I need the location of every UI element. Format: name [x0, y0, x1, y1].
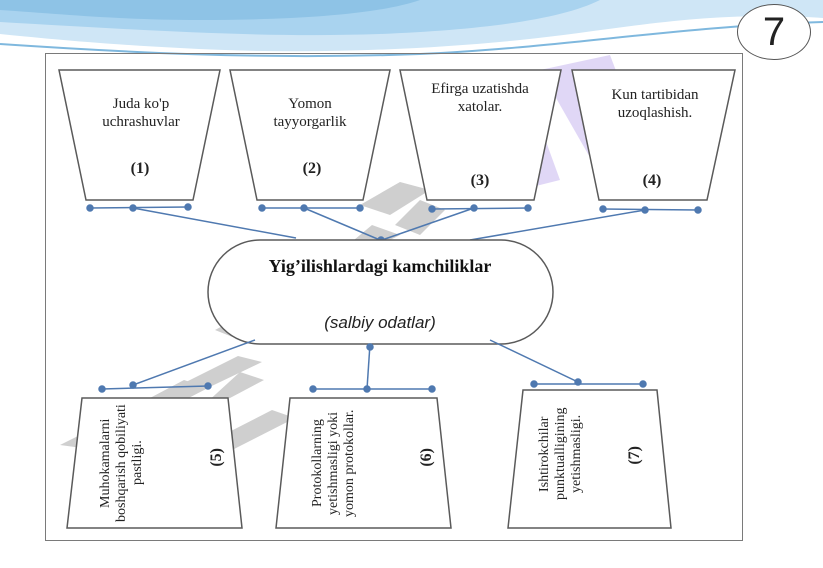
bottom-item-5-text: Muhokamalarni boshqarish qobiliyati past… [98, 404, 145, 522]
center-subtitle: (salbiy odatlar) [324, 313, 436, 332]
bottom-box-6 [275, 397, 452, 529]
top-box-1 [58, 69, 221, 201]
bottom-item-7-text: Ishtirokchilar punktualligining yetishma… [537, 407, 584, 501]
top-item-4-text: Kun tartibidan uzoqlashish. [611, 87, 699, 121]
bottom-item-6-text: Protokollarning yetishmasligi yoki yomon… [310, 409, 357, 517]
top-item-3-text: Efirga uzatishda xatolar. [431, 81, 529, 115]
center-title: Yig’ilishlardagi kamchiliklar [268, 256, 492, 276]
bottom-item-5-number: (5) [208, 448, 225, 467]
bottom-item-7-number: (7) [626, 446, 643, 465]
top-item-3-number: (3) [470, 172, 490, 189]
top-box-4 [571, 69, 736, 201]
top-item-4-number: (4) [642, 172, 662, 189]
center-node [207, 239, 554, 345]
diagram-frame [45, 53, 743, 541]
page-number-badge: 7 [737, 4, 811, 60]
bottom-box-7 [507, 389, 672, 529]
header-wave-decoration [0, 0, 823, 58]
bottom-item-6-number: (6) [418, 448, 435, 467]
top-item-1-number: (1) [130, 160, 150, 177]
top-item-2-text: Yomon tayyorgarlik [273, 96, 347, 130]
top-item-2-number: (2) [302, 160, 322, 177]
top-box-3 [399, 69, 562, 201]
page-number: 7 [762, 9, 786, 54]
bottom-box-5 [66, 397, 243, 529]
top-box-2 [229, 69, 391, 201]
top-item-1-text: Juda ko'p uchrashuvlar [102, 96, 180, 130]
